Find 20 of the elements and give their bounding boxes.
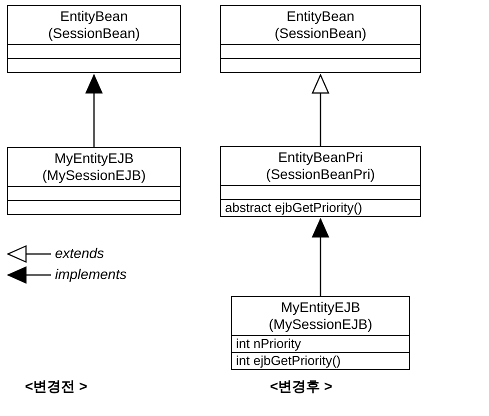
caption-label: <변경후 > <box>270 377 332 396</box>
member-text: int ejbGetPriority() <box>236 353 341 369</box>
class-box <box>220 5 421 73</box>
class-name: EntityBean (SessionBean) <box>47 8 141 42</box>
member-text: abstract ejbGetPriority() <box>225 200 362 216</box>
class-box <box>7 5 181 73</box>
member-text: int nPriority <box>236 336 302 352</box>
inheritance-arrow <box>312 218 329 296</box>
legend-text: implements <box>55 265 127 284</box>
caption-label: <변경전 > <box>25 377 88 396</box>
class-name: EntityBean (SessionBean) <box>274 8 368 42</box>
class-name: EntityBeanPri (SessionBeanPri) <box>265 149 376 183</box>
class-name: MyEntityEJB (MySessionEJB) <box>41 150 147 184</box>
class-box <box>7 147 181 215</box>
legend-text: extends <box>55 244 104 263</box>
class-box <box>220 146 421 217</box>
inheritance-arrow <box>86 74 102 147</box>
inheritance-arrow <box>312 74 330 146</box>
class-name: MyEntityEJB (MySessionEJB) <box>268 299 374 333</box>
class-box <box>231 296 410 370</box>
